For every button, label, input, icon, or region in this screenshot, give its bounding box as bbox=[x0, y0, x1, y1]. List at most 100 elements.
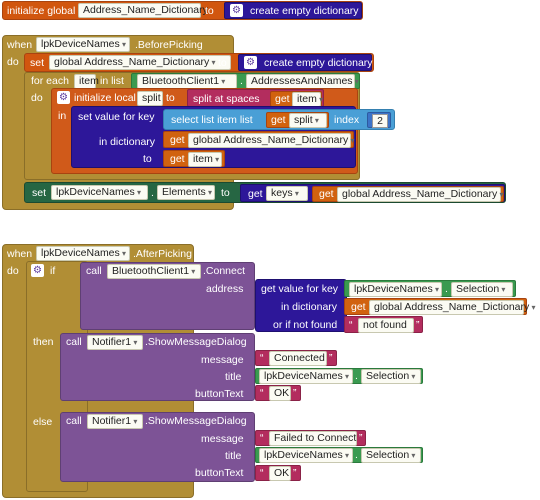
sel-component-dropdown[interactable]: lpkDeviceNames bbox=[349, 282, 442, 297]
quote-close: ” bbox=[293, 387, 297, 399]
get-keyword: get bbox=[170, 153, 185, 165]
in-dictionary-label: in dictionary bbox=[99, 136, 156, 148]
title1-property-dropdown[interactable]: Selection bbox=[361, 369, 421, 384]
if-keyword: if bbox=[50, 265, 56, 277]
local-var-field[interactable]: split bbox=[137, 91, 163, 106]
gear-icon[interactable]: ⚙ bbox=[57, 91, 70, 104]
get-keyword: get bbox=[170, 134, 185, 146]
set2-property-dropdown[interactable]: Elements bbox=[157, 185, 215, 200]
get-item-block[interactable]: get item bbox=[270, 91, 322, 107]
dot-separator: . bbox=[151, 187, 154, 199]
set-value-for-key-label: set value for key bbox=[78, 111, 155, 123]
title2-property-dropdown[interactable]: Selection bbox=[361, 448, 421, 463]
do-keyword: do bbox=[7, 56, 19, 68]
global-var-name-field[interactable]: Address_Name_Dictionary bbox=[78, 3, 208, 18]
connected-text-block[interactable]: “ Connected ” bbox=[255, 350, 337, 366]
show-msg-method-2: .ShowMessageDialog bbox=[145, 415, 247, 427]
failed-text-field[interactable]: Failed to Connect bbox=[269, 431, 357, 446]
select-list-item-label: select list item list bbox=[171, 114, 253, 126]
notifier1-dropdown[interactable]: Notifier1 bbox=[87, 335, 143, 350]
call-keyword: call bbox=[66, 415, 82, 427]
get-keyword: get bbox=[275, 93, 290, 105]
when-keyword: when bbox=[7, 248, 33, 260]
get-keyword: get bbox=[319, 188, 334, 200]
title2-component-dropdown[interactable]: lpkDeviceNames bbox=[259, 448, 353, 463]
connected-text-field[interactable]: Connected bbox=[269, 351, 327, 366]
set2-to: to bbox=[221, 187, 230, 199]
bt-component-dropdown[interactable]: BluetoothClient1 bbox=[137, 74, 237, 89]
init-global-keyword: initialize global bbox=[7, 5, 76, 17]
before-picking-component-dropdown[interactable]: lpkDeviceNames bbox=[36, 37, 130, 52]
sel-getter-block[interactable]: lpkDeviceNames . Selection bbox=[344, 280, 516, 297]
init-local-keyword: initialize local bbox=[74, 92, 136, 104]
not-found-text-field[interactable]: not found bbox=[358, 318, 414, 333]
sel-property-dropdown[interactable]: Selection bbox=[451, 282, 513, 297]
create-empty-dictionary-block-2[interactable]: ⚙ create empty dictionary bbox=[238, 54, 373, 71]
bt-addresses-and-names-block[interactable]: BluetoothClient1 . AddressesAndNames bbox=[131, 73, 360, 89]
get-global-dict-dropdown[interactable]: global Address_Name_Dictionary bbox=[188, 133, 351, 148]
title1-component-dropdown[interactable]: lpkDeviceNames bbox=[259, 369, 353, 384]
index-number-block[interactable]: 2 bbox=[367, 112, 391, 128]
split-at-spaces-block[interactable]: split at spaces get item bbox=[187, 89, 324, 107]
get-item-dropdown-2[interactable]: item bbox=[188, 152, 222, 167]
not-found-text-block[interactable]: “ not found ” bbox=[344, 316, 423, 333]
when-keyword: when bbox=[7, 39, 33, 51]
index-label: index bbox=[334, 114, 360, 126]
quote-open: “ bbox=[260, 352, 264, 364]
dot-separator: . bbox=[355, 370, 358, 382]
select-list-item-block[interactable]: select list item list get split index 2 bbox=[163, 109, 395, 130]
bt-connect-component-dropdown[interactable]: BluetoothClient1 bbox=[107, 264, 201, 279]
after-picking-component-dropdown[interactable]: lpkDeviceNames bbox=[36, 246, 130, 261]
ok-text-field-1[interactable]: OK bbox=[269, 386, 291, 401]
get-item-dropdown[interactable]: item bbox=[292, 92, 321, 107]
button-text-label-1: buttonText bbox=[195, 388, 244, 400]
button-text-label-2: buttonText bbox=[195, 467, 244, 479]
get-global-dict-block[interactable]: get global Address_Name_Dictionary bbox=[163, 131, 354, 148]
keys-dropdown[interactable]: keys bbox=[266, 186, 308, 201]
get-value-for-key-label: get value for key bbox=[261, 283, 339, 295]
quote-close: ” bbox=[359, 432, 363, 444]
ok-text-block-2[interactable]: “ OK ” bbox=[255, 465, 301, 481]
get-split-block[interactable]: get split bbox=[266, 112, 329, 128]
init-global-block[interactable]: initialize global Address_Name_Dictionar… bbox=[2, 1, 363, 20]
dict-keys-block[interactable]: get keys get global Address_Name_Diction… bbox=[240, 184, 505, 202]
keys-dict-dropdown[interactable]: global Address_Name_Dictionary bbox=[337, 187, 501, 202]
call-keyword: call bbox=[86, 265, 102, 277]
in-dictionary-label: in dictionary bbox=[281, 301, 338, 313]
ok-text-field-2[interactable]: OK bbox=[269, 466, 291, 481]
get-item-block-2[interactable]: get item bbox=[163, 150, 225, 167]
set-elements-block[interactable]: set lpkDeviceNames . Elements to get key… bbox=[24, 182, 506, 203]
create-empty-dictionary-label-2: create empty dictionary bbox=[264, 57, 373, 69]
failed-text-block[interactable]: “ Failed to Connect ” bbox=[255, 430, 366, 446]
quote-open: “ bbox=[260, 467, 264, 479]
get-global-dict-dropdown-3[interactable]: global Address_Name_Dictionary bbox=[369, 300, 529, 315]
title-label-2: title bbox=[225, 450, 242, 462]
set-global-var-dropdown[interactable]: global Address_Name_Dictionary bbox=[49, 55, 231, 70]
bt-connect-call-block[interactable]: call BluetoothClient1 .Connect address bbox=[80, 262, 255, 330]
gear-icon[interactable]: ⚙ bbox=[244, 56, 257, 69]
split-at-spaces-label: split at spaces bbox=[193, 93, 260, 105]
set2-component-dropdown[interactable]: lpkDeviceNames bbox=[51, 185, 148, 200]
notifier-call-block-2[interactable]: call Notifier1 .ShowMessageDialog messag… bbox=[60, 412, 255, 482]
get-split-dropdown[interactable]: split bbox=[289, 113, 327, 128]
ok-text-block-1[interactable]: “ OK ” bbox=[255, 385, 301, 401]
title2-getter-block[interactable]: lpkDeviceNames . Selection bbox=[255, 447, 423, 463]
get-global-dict-block-2[interactable]: get global Address_Name_Dictionary bbox=[312, 186, 504, 202]
index-number-field[interactable]: 2 bbox=[372, 114, 388, 128]
create-empty-dictionary-block[interactable]: ⚙ create empty dictionary bbox=[224, 2, 362, 19]
for-each-var-field[interactable]: item bbox=[74, 74, 99, 89]
notifier-call-block-1[interactable]: call Notifier1 .ShowMessageDialog messag… bbox=[60, 333, 255, 401]
init-local-to: to bbox=[166, 92, 175, 104]
set-keyword: set bbox=[30, 57, 45, 69]
bt-property-dropdown[interactable]: AddressesAndNames bbox=[246, 74, 355, 89]
notifier2-dropdown[interactable]: Notifier1 bbox=[87, 414, 143, 429]
dot-separator: . bbox=[355, 449, 358, 461]
get-global-dict-block-3[interactable]: get global Address_Name_Dictionary bbox=[344, 298, 529, 315]
quote-open: “ bbox=[349, 319, 353, 331]
get-value-for-key-block[interactable]: get value for key in dictionary or if no… bbox=[255, 279, 347, 332]
gear-icon[interactable]: ⚙ bbox=[31, 264, 44, 277]
gear-icon[interactable]: ⚙ bbox=[230, 4, 243, 17]
in-keyword: in bbox=[58, 110, 67, 122]
title1-getter-block[interactable]: lpkDeviceNames . Selection bbox=[255, 368, 423, 384]
set-global-block[interactable]: set global Address_Name_Dictionary to ⚙ … bbox=[24, 53, 374, 72]
